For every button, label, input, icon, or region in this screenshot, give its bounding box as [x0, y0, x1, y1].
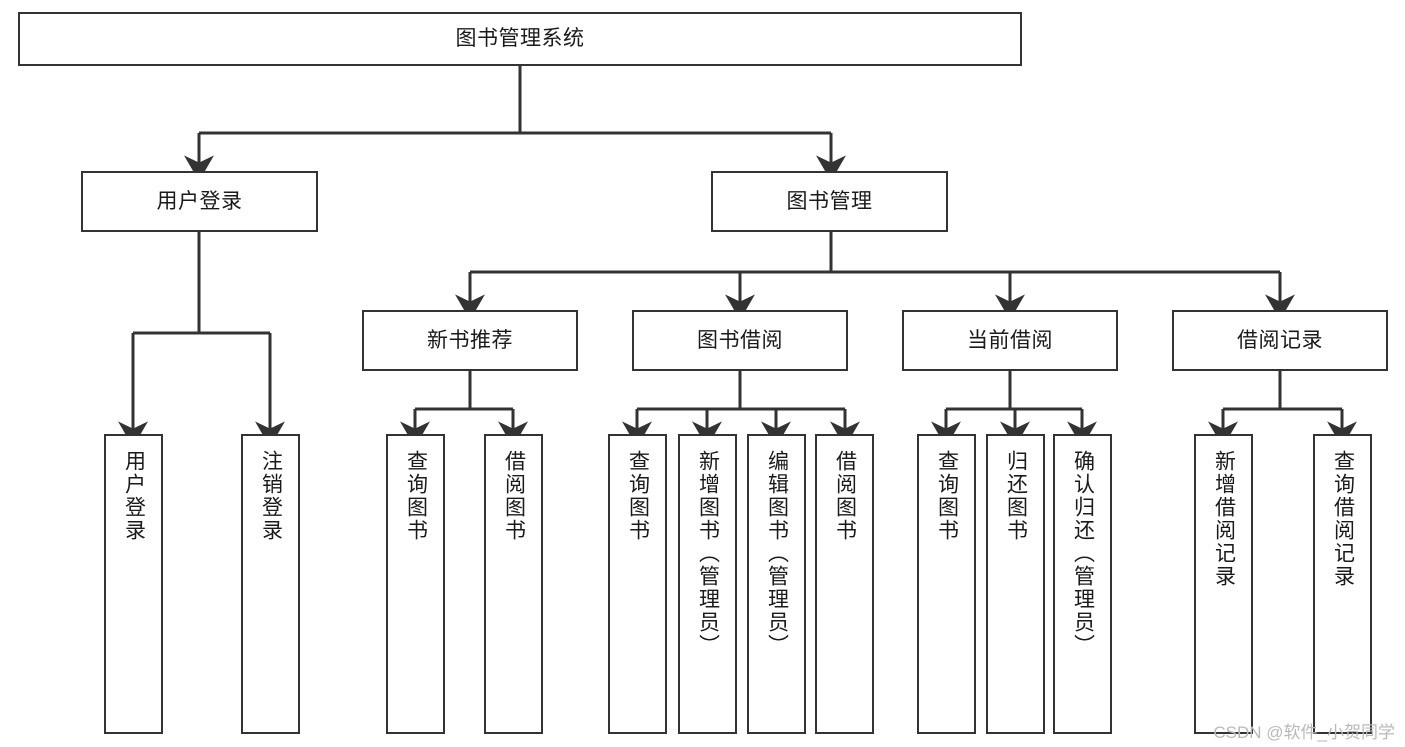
node-book-management-label: 图书管理 [786, 189, 873, 213]
node-user-login[interactable]: 用户登录 [81, 171, 318, 232]
node-new-book-recommend[interactable]: 新书推荐 [362, 310, 578, 371]
node-leaf-logout-login[interactable]: 注销登录 [241, 434, 300, 734]
node-leaf-return-book-label: 归还图书 [1004, 450, 1028, 542]
node-book-borrow-label: 图书借阅 [697, 328, 783, 352]
node-leaf-add-borrow-record-label: 新增借阅记录 [1212, 450, 1236, 588]
node-user-login-label: 用户登录 [156, 189, 243, 213]
node-leaf-borrow-book-1[interactable]: 借阅图书 [484, 434, 543, 734]
node-leaf-borrow-book-2-label: 借阅图书 [833, 450, 857, 542]
node-new-book-recommend-label: 新书推荐 [427, 328, 513, 352]
node-book-management[interactable]: 图书管理 [711, 171, 948, 232]
node-leaf-query-book-1-label: 查询图书 [404, 450, 428, 542]
node-leaf-user-login[interactable]: 用户登录 [104, 434, 163, 734]
node-leaf-query-book-2-label: 查询图书 [626, 450, 650, 542]
node-leaf-query-book-2[interactable]: 查询图书 [608, 434, 667, 734]
node-leaf-add-book[interactable]: 新增图书（管理员） [678, 434, 737, 734]
node-leaf-add-borrow-record[interactable]: 新增借阅记录 [1194, 434, 1253, 734]
node-book-borrow[interactable]: 图书借阅 [632, 310, 848, 371]
node-leaf-query-book-3-label: 查询图书 [935, 450, 959, 542]
node-leaf-edit-book[interactable]: 编辑图书（管理员） [747, 434, 806, 734]
node-root[interactable]: 图书管理系统 [18, 12, 1022, 66]
node-leaf-query-book-3[interactable]: 查询图书 [917, 434, 976, 734]
node-root-label: 图书管理系统 [455, 27, 585, 51]
watermark-text: CSDN @软件_小贺同学 [1213, 723, 1395, 742]
node-current-borrow[interactable]: 当前借阅 [902, 310, 1118, 371]
node-leaf-logout-login-label: 注销登录 [259, 450, 283, 542]
node-current-borrow-label: 当前借阅 [967, 328, 1053, 352]
node-leaf-user-login-label: 用户登录 [122, 450, 146, 542]
node-leaf-borrow-book-2[interactable]: 借阅图书 [815, 434, 874, 734]
node-leaf-query-borrow-record-label: 查询借阅记录 [1331, 450, 1355, 588]
node-borrow-record[interactable]: 借阅记录 [1172, 310, 1388, 371]
node-leaf-query-book-1[interactable]: 查询图书 [386, 434, 445, 734]
node-leaf-confirm-return-label: 确认归还（管理员） [1071, 450, 1095, 657]
node-leaf-return-book[interactable]: 归还图书 [986, 434, 1045, 734]
node-leaf-query-borrow-record[interactable]: 查询借阅记录 [1313, 434, 1372, 734]
node-leaf-borrow-book-1-label: 借阅图书 [502, 450, 526, 542]
node-borrow-record-label: 借阅记录 [1237, 328, 1323, 352]
node-leaf-edit-book-label: 编辑图书（管理员） [765, 450, 789, 657]
node-leaf-add-book-label: 新增图书（管理员） [696, 450, 720, 657]
node-leaf-confirm-return[interactable]: 确认归还（管理员） [1053, 434, 1112, 734]
